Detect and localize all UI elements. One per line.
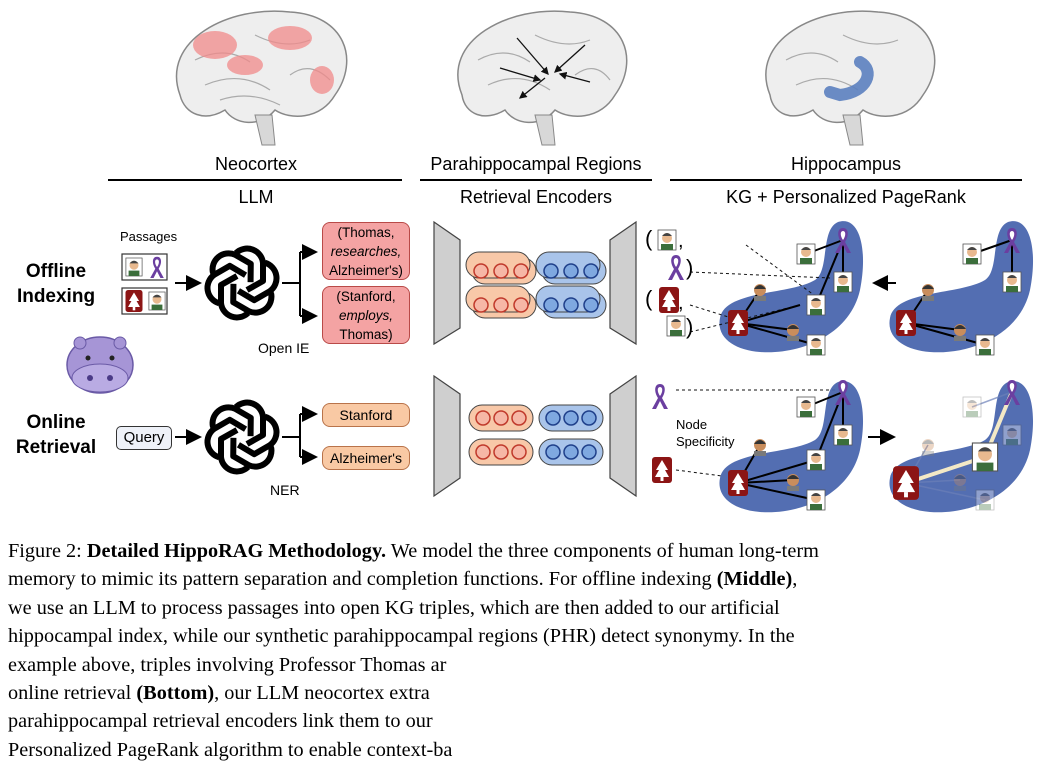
caption-line-2: memory to mimic its pattern separation a… [8,565,1042,593]
node-specificity-label: Node Specificity [676,416,735,450]
triple-1-object: Alzheimer's) [329,262,403,278]
paren-open-1: ( [645,226,653,251]
caption-line2-pre: memory to mimic its pattern separation a… [8,568,717,591]
paren-open-2: ( [645,286,653,311]
figure-caption: Figure 2: Detailed HippoRAG Methodology.… [8,537,1042,764]
section-neocortex: Neocortex [214,154,298,174]
kg-graph-ppr-result [889,380,1034,513]
row-label-offline-line2: Indexing [16,286,96,307]
kg-graph-offline-base [889,221,1034,356]
section-hippocampus: Hippocampus [790,154,902,174]
neocortex-brain-image [175,10,348,146]
component-retrieval-encoders: Retrieval Encoders [459,187,613,207]
triple-box-2: (Stanford, employs, Thomas) [322,286,410,344]
kg-graph-offline [689,221,864,356]
passages-label: Passages [120,229,178,244]
comma-1: , [678,230,684,252]
row-label-online-line2: Retrieval [15,437,97,458]
caption-figure-label: Figure 2: [8,540,82,562]
hippo-mascot [66,336,134,394]
paren-close-1: ) [686,255,694,280]
caption-line-5: example above, triples involving Profess… [8,653,447,676]
llm-logo-offline [204,245,280,321]
retrieval-encoder-offline [433,220,637,346]
row-label-online: Online Retrieval [4,410,108,460]
llm-logo-online [204,399,280,475]
row-label-offline: Offline Indexing [4,259,108,309]
triple-2-object: Thomas) [339,326,393,342]
section-parahippocampal: Parahippocampal Regions [430,154,642,174]
row-label-online-line1: Online [26,412,86,433]
parahippocampal-brain-image [457,10,628,146]
hippocampus-brain-image [765,10,936,146]
triple-1-relation: researches, [330,243,402,259]
ner-label: NER [270,482,300,498]
caption-line6-pre: online retrieval [8,682,137,705]
caption-line2-post: , [792,568,798,591]
caption-line6-post: , our LLM neocortex extra [214,682,430,705]
caption-line-7: parahippocampal retrieval encoders link … [8,710,433,733]
open-ie-label: Open IE [258,340,310,356]
comma-2: , [678,292,684,314]
row-label-offline-line1: Offline [25,261,87,282]
methodology-figure: Neocortex Parahippocampal Regions Hippoc… [4,10,1034,513]
retrieval-encoder-online [433,374,637,498]
component-kg-ppr: KG + Personalized PageRank [726,187,966,207]
caption-line6-bold: (Bottom) [136,682,215,705]
caption-line2-bold: (Middle) [716,568,793,591]
caption-line-8: Personalized PageRank algorithm to enabl… [8,738,453,761]
caption-line-4: hippocampal index, while our synthetic p… [8,625,795,648]
paren-close-2: ) [686,314,694,339]
kg-graph-online [719,380,864,513]
caption-line1-rest: We model the three components of human l… [386,540,819,562]
triple-1-subject: (Thomas, [337,224,395,240]
caption-title: Detailed HippoRAG Methodology. [86,540,387,562]
entity-box-stanford: Stanford [322,403,410,427]
node-specificity-line2: Specificity [676,434,735,449]
caption-line-1: Figure 2: Detailed HippoRAG Methodology.… [8,537,1042,565]
triple-2-subject: (Stanford, [336,288,396,304]
caption-line-3: we use an LLM to process passages into o… [8,596,780,619]
figure-graphics [66,10,1034,513]
triple-box-1: (Thomas, researches, Alzheimer's) [322,222,410,280]
caption-line-6: online retrieval (Bottom), our LLM neoco… [8,679,1042,707]
triple-2-relation: employs, [338,307,394,323]
entity-box-alzheimers: Alzheimer's [322,446,410,470]
component-llm: LLM [238,187,274,207]
node-specificity-line1: Node [676,417,708,432]
query-box: Query [116,426,172,450]
